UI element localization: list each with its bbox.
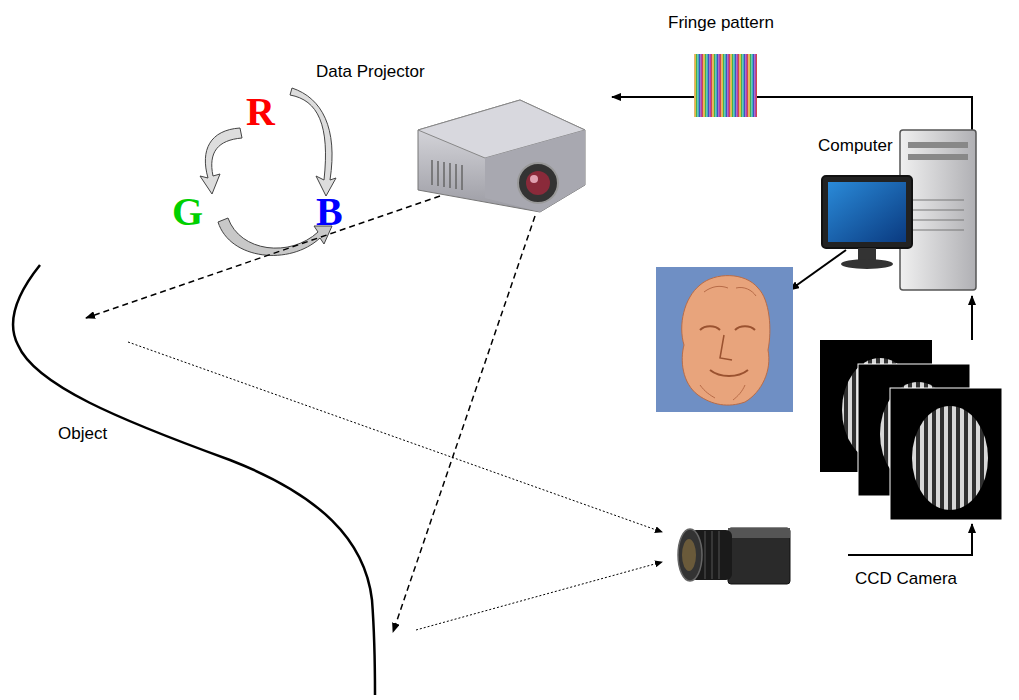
part-label: CCD Camera xyxy=(855,569,957,589)
color-letter: R xyxy=(246,92,275,132)
color-letter: G xyxy=(172,192,203,232)
part-label: Computer xyxy=(818,136,893,156)
part-label: Data Projector xyxy=(316,62,425,82)
part-label: Fringe pattern xyxy=(668,13,774,33)
color-letter: B xyxy=(316,192,343,232)
part-label: Object xyxy=(58,424,107,444)
